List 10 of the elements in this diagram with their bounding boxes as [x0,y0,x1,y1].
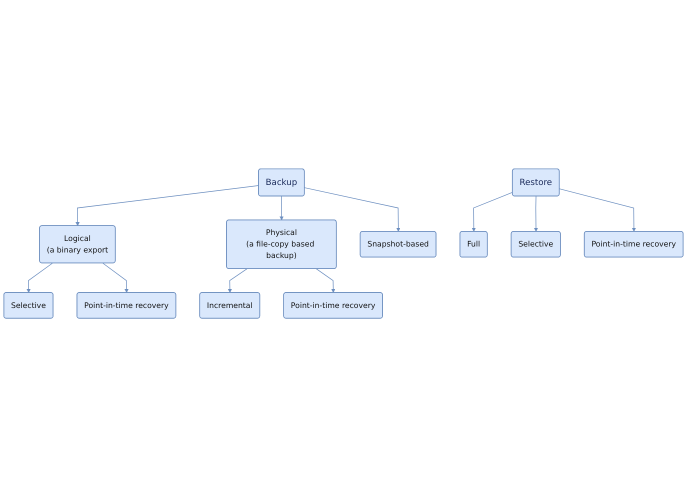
arrow [559,188,636,232]
arrow [304,188,400,232]
arrow [534,196,538,232]
arrow [279,196,284,221]
arrow [228,268,248,294]
arrow [76,186,260,227]
arrow [316,268,336,294]
arrow [472,192,513,232]
arrow [26,263,53,294]
arrow [102,263,129,294]
